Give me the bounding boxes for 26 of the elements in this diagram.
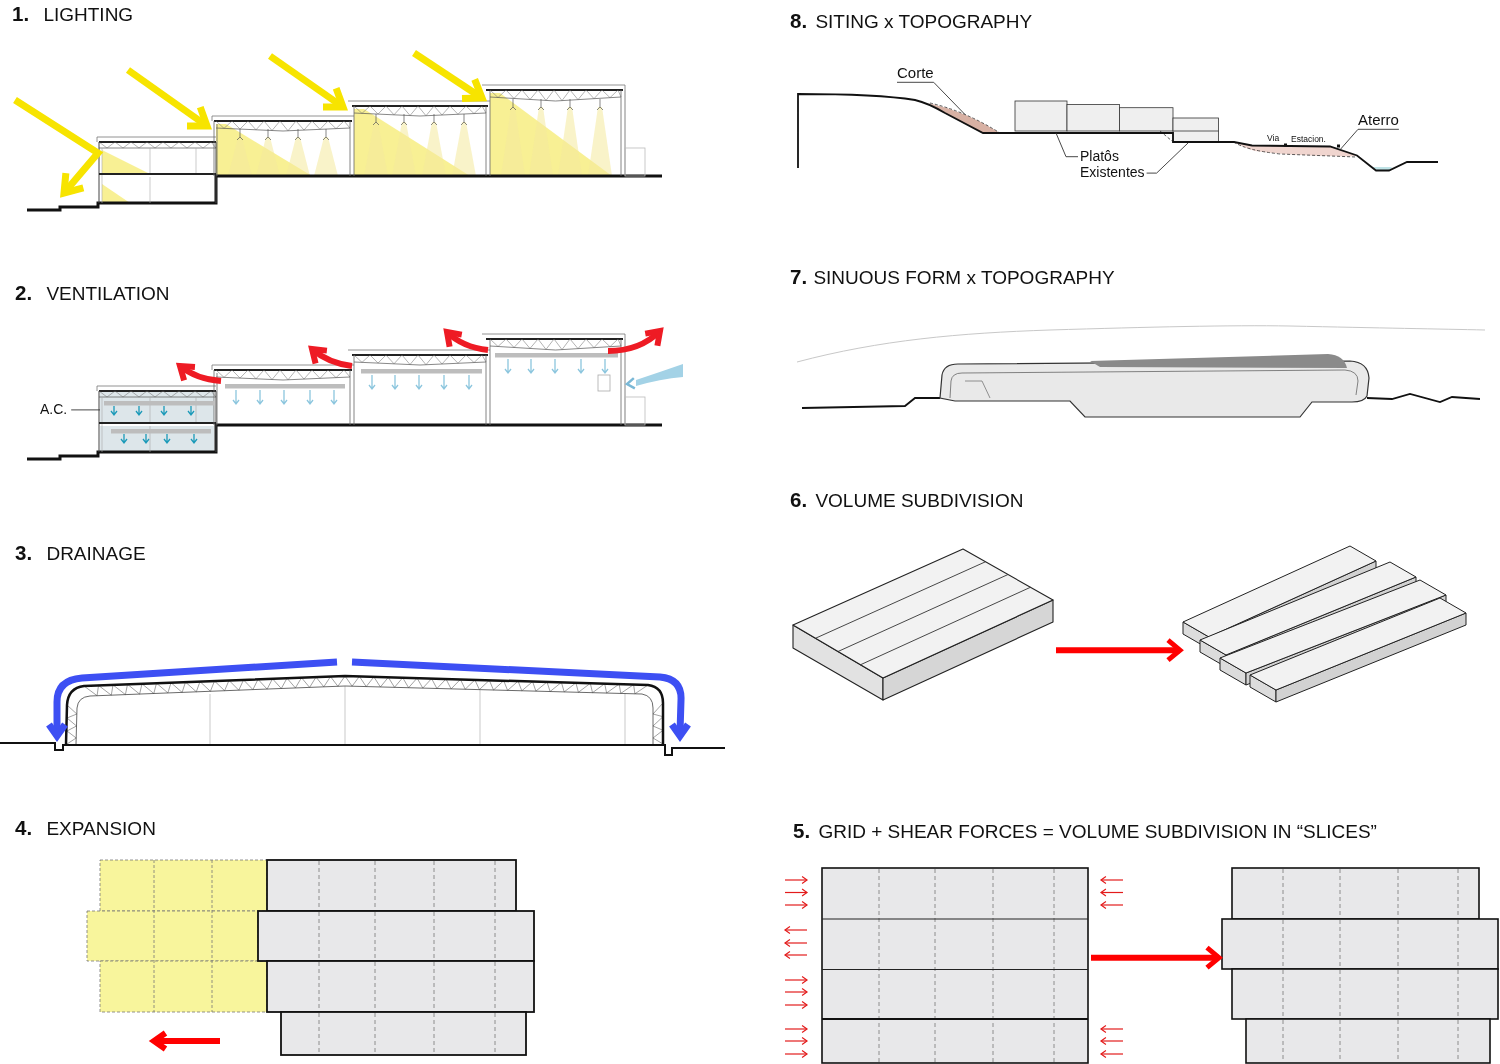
- leader-line: [70, 409, 101, 411]
- panel-heading: 8. SITING x TOPOGRAPHY: [790, 9, 1033, 33]
- callout-label: A.C.: [40, 401, 68, 418]
- panel-heading: 6. VOLUME SUBDIVISION: [790, 488, 1024, 512]
- panel-heading: 2. VENTILATION: [15, 281, 170, 305]
- leader-line: [896, 81, 966, 115]
- leader-line: [1339, 128, 1400, 151]
- arrow: [1091, 945, 1222, 971]
- callout-label: Aterro: [1358, 111, 1399, 129]
- block-volume-drawing: [792, 548, 1054, 701]
- sliced-volume-drawing: [1182, 545, 1467, 703]
- leader-line: [1055, 132, 1079, 158]
- site-label: Estacion.: [1291, 135, 1326, 145]
- panel-heading: 4. EXPANSION: [15, 816, 156, 840]
- fill-area: [1233, 141, 1357, 158]
- panel-heading: 5. GRID + SHEAR FORCES = VOLUME SUBDIVISION IN “SLICES”: [793, 819, 1377, 843]
- panel-heading: 7. SINUOUS FORM x TOPOGRAPHY: [790, 265, 1115, 289]
- site-label: Via: [1267, 134, 1280, 144]
- sliced-plan-drawing: [1221, 867, 1499, 1064]
- grid-plan-drawing: [821, 867, 1089, 1064]
- panel-heading: 1. LIGHTING: [12, 2, 134, 26]
- callout-label: Corte: [897, 64, 934, 82]
- arrow: [1056, 637, 1183, 663]
- panel-heading: 3. DRAINAGE: [15, 541, 146, 565]
- callout-label: Platôs Existentes: [1080, 148, 1145, 181]
- leader-line: [1146, 142, 1189, 174]
